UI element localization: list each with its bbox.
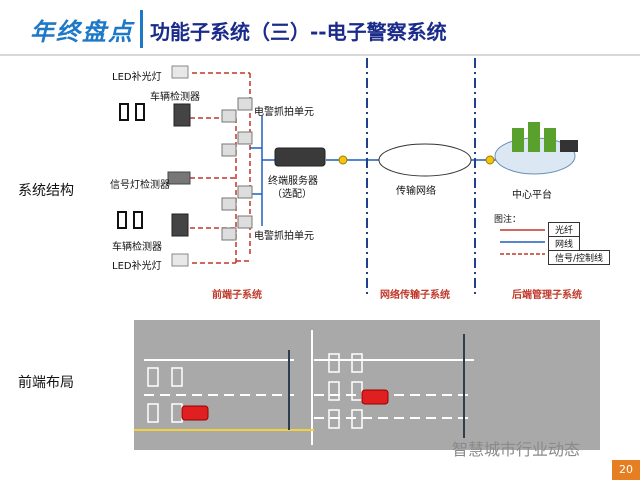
red-car-left-icon <box>181 405 209 421</box>
detection-boxes <box>147 353 363 429</box>
legend-item-fiber: 光纤 <box>548 222 581 237</box>
legend-title: 图注： <box>494 215 522 225</box>
vehicle-detector-bottom-icon <box>171 213 189 237</box>
center-label: 中心平台 <box>512 190 552 201</box>
server-label: 终端服务器 <box>268 176 318 187</box>
network-wiring <box>250 116 510 226</box>
header-divider <box>140 10 143 48</box>
page-title: 功能子系统（三）--电子警察系统 <box>150 20 447 44</box>
capture-camera-icons <box>221 97 253 241</box>
detector-top-label: 车辆检测器 <box>150 92 200 103</box>
backend-subsystem-label: 后端管理子系统 <box>512 290 582 301</box>
subsystem-separators <box>366 58 476 296</box>
legend-item-cable: 网线 <box>548 236 581 251</box>
led-bottom-label: LED补光灯 <box>112 261 162 272</box>
center-platform-icon <box>494 122 578 175</box>
terminal-server-icon <box>274 147 326 167</box>
capture-bottom-label: 电警抓拍单元 <box>254 231 314 242</box>
lane-markings <box>144 330 474 445</box>
front-layout-scene <box>134 330 474 445</box>
fiber-joint-right-icon <box>485 155 495 165</box>
front-subsystem-label: 前端子系统 <box>212 290 262 301</box>
signal-detector-label: 信号灯检测器 <box>110 180 170 191</box>
led-light-top-icon <box>171 65 189 79</box>
led-top-label: LED补光灯 <box>112 72 162 83</box>
watermark: 智慧城市行业动态 <box>452 440 581 459</box>
red-car-right-icon <box>361 389 389 405</box>
led-light-bottom-icon <box>171 253 189 267</box>
network-subsystem-label: 网络传输子系统 <box>380 290 450 301</box>
detector-bottom-label: 车辆检测器 <box>112 242 162 253</box>
section-structure-label: 系统结构 <box>18 183 74 199</box>
server-sub-label: （选配） <box>272 189 312 200</box>
legend-item-signal: 信号/控制线 <box>548 250 611 265</box>
transmission-network-cloud-icon <box>378 143 472 177</box>
section-layout-label: 前端布局 <box>18 375 74 391</box>
front-layout-road <box>134 320 600 450</box>
signal-detector-icon <box>167 171 191 185</box>
fiber-joint-left-icon <box>338 155 348 165</box>
camera-poles <box>288 334 465 438</box>
lane-loop-top-icon <box>119 103 145 121</box>
legend-lines <box>500 229 545 255</box>
page-number-badge: 20 <box>612 460 640 480</box>
system-structure-diagram <box>117 58 578 296</box>
header-bar <box>0 0 640 52</box>
lane-loop-bottom-icon <box>117 211 143 229</box>
brand-logo: 年终盘点 <box>30 17 134 46</box>
vehicle-detector-top-icon <box>173 103 191 127</box>
title-rule <box>0 54 640 56</box>
network-label: 传输网络 <box>396 186 436 197</box>
capture-top-label: 电警抓拍单元 <box>254 107 314 118</box>
